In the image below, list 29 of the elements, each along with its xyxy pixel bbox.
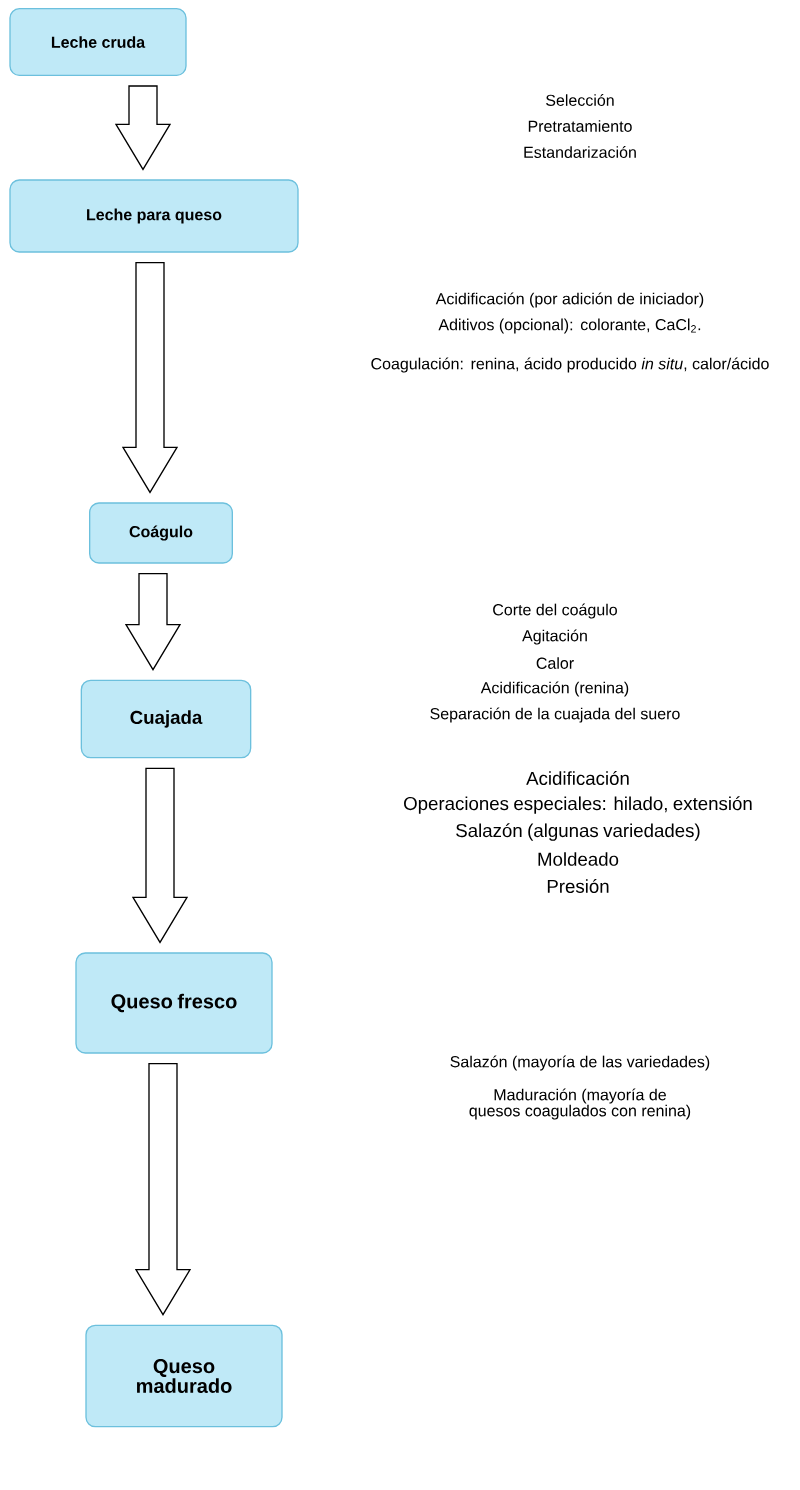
process-box: Cuajada xyxy=(80,679,252,759)
step-note: Salazón (algunas variedades) xyxy=(456,823,700,841)
step-note: Maduración (mayoría de quesos coagulados con renina) xyxy=(469,1088,691,1120)
step-note: Selección xyxy=(546,94,614,106)
step-note: Pretratamiento xyxy=(528,120,632,132)
step-note: Moldeado xyxy=(538,852,619,866)
step-note: Estandarización xyxy=(524,146,636,158)
block-arrow xyxy=(124,573,182,671)
process-box: Queso fresco xyxy=(75,952,273,1054)
step-note: Acidificación xyxy=(526,771,629,785)
process-box: Leche cruda xyxy=(9,8,187,76)
step-note: Separación de la cuajada del suero xyxy=(430,707,680,723)
block-arrow xyxy=(121,262,179,494)
block-arrow xyxy=(131,767,189,944)
step-note: Acidificación (por adición de iniciador) xyxy=(435,292,704,308)
block-arrow xyxy=(134,1063,192,1316)
step-note: Salazón (mayoría de las variedades) xyxy=(450,1055,710,1071)
step-note: Corte del coágulo xyxy=(493,603,617,619)
process-box: Coágulo xyxy=(89,502,233,564)
step-note: Operaciones especiales: hilado, extensión xyxy=(404,796,752,814)
step-note: Coagulación: renina, ácido producido in situ, calor/ácido xyxy=(371,357,769,373)
step-note: Agitación xyxy=(522,629,587,645)
step-note: Calor xyxy=(536,657,574,669)
step-note: Presión xyxy=(547,879,609,893)
process-box: Queso madurado xyxy=(85,1324,283,1428)
step-note: Aditivos (opcional): colorante, CaCl$_{2}$. xyxy=(438,318,701,334)
process-box: Leche para queso xyxy=(9,179,299,253)
block-arrow xyxy=(114,85,172,171)
step-note: Acidificación (renina) xyxy=(480,681,629,697)
